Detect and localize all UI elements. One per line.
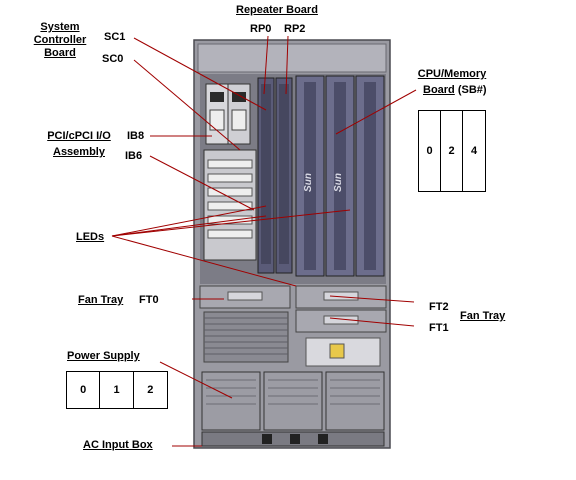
leds-label: LEDs — [76, 231, 105, 243]
system-controller-board-label: System Controller Board — [33, 21, 87, 59]
cpu-slot-0: 0 — [419, 111, 441, 191]
ft1-label: FT1 — [429, 322, 449, 334]
sun-logo-2: Sun — [332, 173, 344, 192]
power-slot-2: 2 — [147, 384, 154, 396]
ac-input-box-label: AC Input Box — [83, 439, 153, 451]
chassis-top-panel — [197, 43, 387, 73]
cpu-memory-suffix: (SB#) — [457, 84, 487, 96]
ft2-callout — [329, 295, 415, 303]
power-supply-1 — [263, 371, 323, 431]
pci-assembly-label: PCI/cPCI I/O Assembly — [47, 130, 111, 158]
sc0-label: SC0 — [102, 53, 124, 65]
led-callout-2 — [111, 215, 267, 237]
power-slot-0: 0 — [67, 372, 101, 408]
led-callout-1 — [111, 205, 267, 237]
power-supply-0 — [201, 371, 261, 431]
ib6-label: IB6 — [125, 150, 143, 162]
ft2-label: FT2 — [429, 301, 449, 313]
ib6-callout — [149, 155, 255, 211]
rp2-callout — [285, 35, 289, 95]
cpu-memory-board-word: Board — [423, 84, 455, 96]
power-supply-callout — [159, 361, 233, 399]
led-callout-4 — [111, 235, 297, 287]
cpu-memory-board-line2: Board (SB#) — [423, 84, 487, 97]
fan-tray-right-label: Fan Tray — [460, 310, 506, 322]
led-callout-3 — [111, 209, 351, 237]
fan-tray-left-label: Fan Tray — [78, 294, 124, 306]
ib8-label: IB8 — [127, 130, 145, 142]
rp2-label: RP2 — [284, 23, 306, 35]
rp0-label: RP0 — [250, 23, 272, 35]
cpu-memory-board-label: CPU/Memory — [417, 68, 487, 80]
rp0-callout — [263, 35, 269, 95]
sc1-callout — [133, 37, 267, 111]
sc0-callout — [133, 59, 241, 151]
cpu-slot-map: 0 2 4 — [418, 110, 486, 192]
power-supply-2 — [325, 371, 385, 431]
power-supply-label: Power Supply — [67, 350, 140, 362]
ft0-label: FT0 — [139, 294, 159, 306]
cpu-slot-2: 2 — [441, 111, 463, 191]
repeater-board-label: Repeater Board — [236, 4, 318, 16]
sun-logo-1: Sun — [302, 173, 314, 192]
sc1-label: SC1 — [104, 31, 126, 43]
cpu-board-callout — [335, 89, 417, 135]
power-slot-1: 1 — [100, 372, 134, 408]
cpu-slot-4: 4 — [470, 145, 478, 157]
ft1-callout — [329, 317, 415, 327]
power-slot-map: 0 1 2 — [66, 371, 168, 409]
